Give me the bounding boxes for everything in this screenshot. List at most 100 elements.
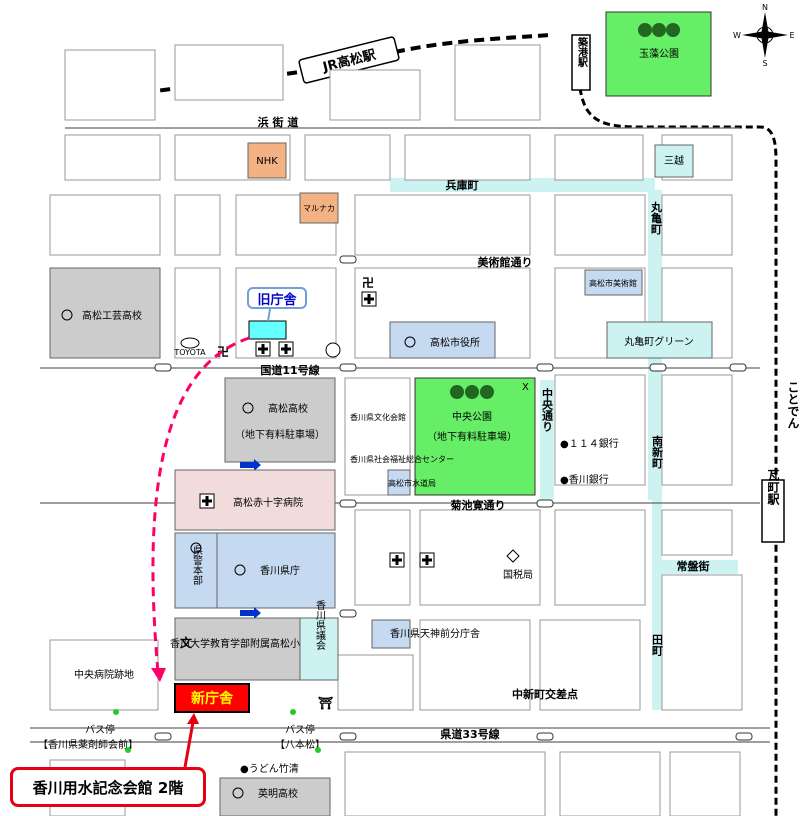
bunka-label: 香川県文化会館 [350,412,406,422]
police-label: 県警本部 [191,545,203,586]
minamishinmachi-label: 南新町 [651,434,664,469]
old-office-marker: 旧庁舎 [247,287,307,309]
kikuchikan-label: 菊池寛通り [451,498,506,512]
chuo-park-parking-label: （地下有料駐車場） [427,430,517,443]
assembly-label: 香川県議会 [314,600,326,651]
temple-icon: 卍 [217,345,229,359]
minamishinmachi-road [652,500,662,710]
univ-label: 香川大学教育学部附属高松小学校 [170,637,320,650]
traffic-light-icon [154,255,753,741]
hospital-icon [389,552,435,568]
redcross-icon-h [202,499,212,503]
tree-icon [450,385,494,399]
bus-stop-icon [315,747,321,753]
roads [30,127,770,743]
chuo-park-label: 中央公園 [452,410,492,423]
maruhaka-building [299,192,339,224]
tax-office-label: 国税局 [503,568,533,581]
post-office-icon [325,342,341,358]
old-office-pointer [267,308,271,322]
hospital-icon [255,291,377,357]
bus-stop-left-name: 【香川県薬剤師会前】 [38,738,138,751]
pref-office-label: 香川県庁 [260,564,300,577]
pref-office-icon [234,564,246,576]
hyogomachi-label: 兵庫町 [446,178,479,192]
eimei-label: 英明高校 [258,787,298,800]
nhk-building [247,142,287,179]
kogei-building [49,267,161,359]
cityhall-building [389,321,496,359]
compass-e: E [789,31,794,40]
hospital-site-label: 中央病院跡地 [74,668,134,681]
bank114-label: ●１１４銀行 [560,437,619,450]
shrine-icon: ⛩ [318,696,334,710]
tokiwagai-label: 常盤街 [677,559,710,573]
chikko-station-box [571,34,591,91]
bus-stop-right-label: バス停 [285,723,315,736]
bus-stop-icon [113,709,119,715]
temple-icon-2: 卍 [362,276,374,290]
chuo-label: 中央通り [541,387,554,432]
kagawa-bank-label: ●香川銀行 [560,473,609,486]
pref-office-building [216,532,336,609]
bus-stop-icon [290,709,296,715]
cityhall-label: 高松市役所 [430,336,480,349]
suido-label: 高松市水道局 [388,478,436,488]
redcross-label: 高松赤十字病院 [233,496,303,509]
new-office-marker: 新庁舎 [174,683,250,713]
tamachi-label: 田町 [651,634,664,657]
kendo33-label: 県道33号線 [440,727,499,741]
takamatsu-hs-parking-label: （地下有料駐車場） [235,428,325,441]
route-arrow [151,336,250,673]
destination-callout: 香川用水記念会館 2階 [10,767,206,807]
shakai-label: 香川県社会福祉総合センター [350,454,454,464]
hamakaido-label: 浜 街 道 [258,115,299,129]
takamatsu-hs-building [224,377,336,463]
hyogomachi-road [390,178,655,192]
mitsukoshi-label: 三越 [664,154,684,167]
tax-office-icon [506,549,520,563]
chikko-station-label: 築港駅 [576,36,589,68]
marugame-green-building [606,321,713,359]
school-icon [61,309,73,321]
shakai-text: 香川県社会福祉総合センター [350,454,454,464]
tamamo-label: 玉藻公園 [639,47,679,60]
route11-label: 国道11号線 [260,363,319,377]
police-icon [190,542,202,554]
nhk-label: NHK [256,156,278,167]
destination-pointer [183,721,195,768]
parking-arrow-icon [240,607,261,619]
toyota-icon [180,337,200,349]
kawaramachi-station-label: 瓦町駅 [766,469,780,506]
takamatsu-hs-label: 高松高校 [268,402,308,415]
police-box-icon: X [522,382,529,393]
tree-icon [638,23,680,37]
eimei-icon [232,787,244,799]
cityhall-icon [404,336,416,348]
compass-s: S [762,59,767,68]
parking-arrow-icon [240,459,261,471]
kogei-label: 高松工芸高校 [82,309,142,322]
destination-pointer-head [187,713,199,724]
police-building [174,532,218,609]
bus-stop-right-name: 【八本松】 [275,738,325,751]
udon-label: ●うどん竹清 [240,762,299,775]
bijutsukan-label: 美術館通り [478,255,533,269]
eimei-building [219,777,331,816]
compass-rose: N S E W [733,3,794,68]
museum-building [584,269,643,296]
univ-text: 香川大学教育学部附属高松小学校 [170,637,320,650]
compass-w: W [733,31,741,40]
kotoden-railway [578,87,778,816]
jr-railway-2 [394,33,551,54]
maruhaka-label: マルナカ [303,204,335,213]
toyota-label: TOYOTA [173,348,206,357]
compass-n: N [762,3,768,12]
univ-icon: 文 [180,635,193,650]
museum-label: 高松市美術館 [589,278,637,288]
bus-stop-icon [125,747,131,753]
old-office-building [248,320,287,340]
tokiwagai-road [658,560,738,574]
bunka-text: 香川県文化会館 [350,412,406,422]
